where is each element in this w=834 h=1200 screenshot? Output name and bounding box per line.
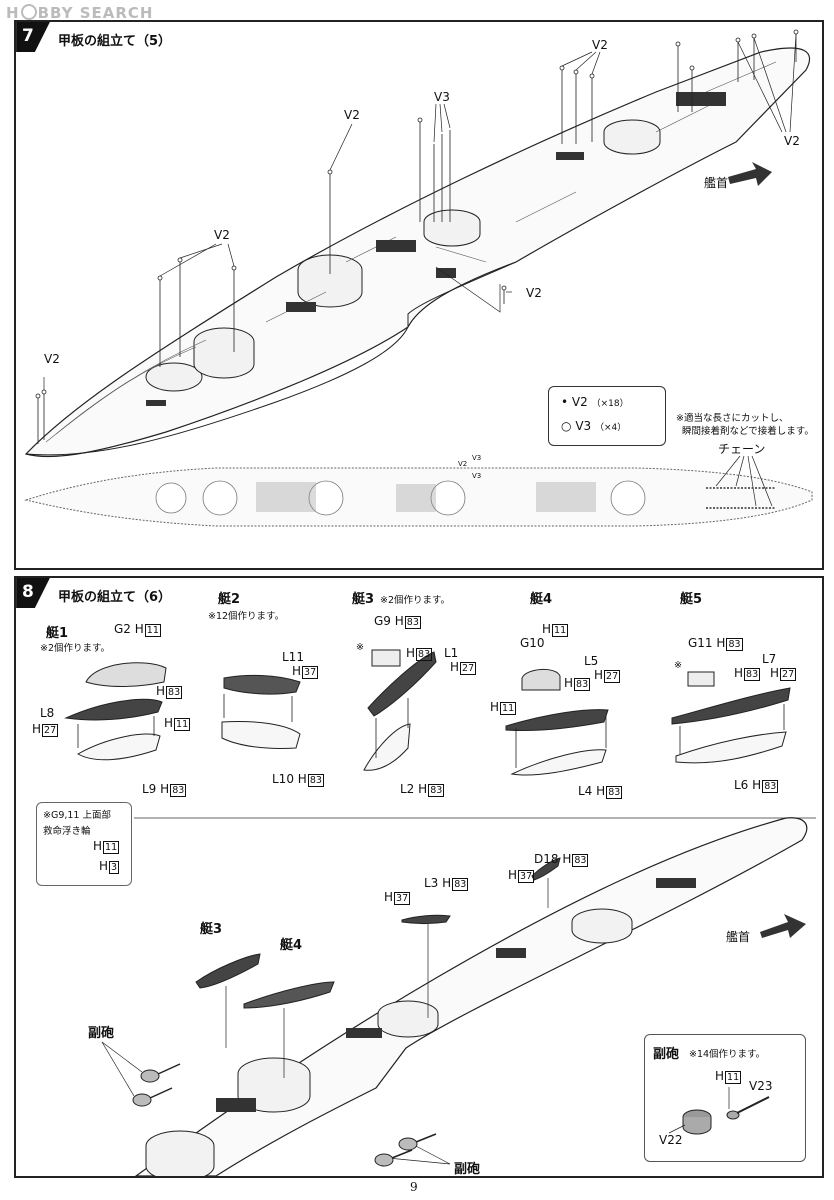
label-v2-bow: V2 — [784, 134, 800, 148]
secondary-gun-label-b: 副砲 — [454, 1162, 481, 1177]
boat3-note: ※2個作ります。 — [380, 595, 451, 606]
secondary-gun-label-a: 副砲 — [88, 1026, 115, 1041]
label-v2-fore: V2 — [592, 38, 608, 52]
secondary-box-v22: V22 — [659, 1133, 683, 1147]
boat4-g10: G10 — [520, 636, 545, 650]
step7-badge — [16, 22, 50, 52]
boat3-title: 艇3 — [352, 592, 375, 607]
boat1-l8: L8 — [40, 706, 55, 720]
boat2-note: ※12個作ります。 — [208, 611, 285, 622]
boat5-title: 艇5 — [680, 592, 703, 607]
boat4-l5: L5 — [584, 654, 599, 668]
page-number: 9 — [410, 1180, 418, 1194]
step8-panel: 8 甲板の組立て（6） — [14, 576, 824, 1178]
step7-panel: 7 甲板の組立て（5） — [14, 20, 824, 570]
secondary-box-title: 副砲 — [653, 1047, 680, 1062]
boat3-l1: L1 — [444, 646, 459, 660]
label-chain: チェーン — [718, 442, 766, 456]
secondary-box-v23: V23 — [749, 1079, 773, 1093]
lower-bow-label: 艦首 — [726, 930, 751, 944]
step8-number: 8 — [22, 582, 34, 602]
boat1-title: 艇1 — [46, 626, 69, 641]
boat4-title: 艇4 — [530, 592, 553, 607]
label-tiny-v3a: V3 — [472, 454, 482, 462]
part-legend: • V2 （×18） ○ V3 （×4） — [548, 386, 666, 446]
label-v2-center: V2 — [526, 286, 542, 300]
boat5-l7: L7 — [762, 652, 777, 666]
step7-number: 7 — [22, 26, 34, 46]
cut-note-line2: 瞬間接着剤などで接着します。 — [682, 426, 814, 437]
label-v3: V3 — [434, 90, 450, 104]
lower-boat4-label: 艇4 — [280, 938, 303, 953]
secondary-gun-parts-drawing — [668, 1087, 770, 1135]
legend-ring-v3-icon: ○ — [561, 419, 572, 433]
legend-dot-v2-icon: • — [561, 395, 569, 409]
boat1-note: ※2個作ります。 — [40, 643, 111, 654]
boat2-l11: L11 — [282, 650, 304, 664]
boat3-mark: ※ — [356, 642, 364, 653]
lifering-note-title: ※G9,11 上面部 — [43, 810, 111, 821]
label-tiny-v3b: V3 — [472, 472, 482, 480]
label-v2-aft: V2 — [214, 228, 230, 242]
lifering-label: 救命浮き輪 — [43, 826, 91, 837]
step7-title: 甲板の組立て（5） — [58, 34, 172, 49]
label-v2-bowleft: V2 — [44, 352, 60, 366]
label-bow: 艦首 — [704, 176, 729, 190]
label-tiny-v2: V2 — [458, 460, 468, 468]
secondary-box-note: ※14個作ります。 — [689, 1049, 766, 1060]
step8-badge — [16, 578, 50, 608]
step8-title: 甲板の組立て（6） — [58, 590, 172, 605]
cut-note-line1: ※適当な長さにカットし、 — [676, 413, 789, 424]
boat5-mark: ※ — [674, 660, 682, 671]
label-v2-mid: V2 — [344, 108, 360, 122]
step7-ship-perspective — [24, 29, 813, 527]
boat2-title: 艇2 — [218, 592, 241, 607]
lower-boat3-label: 艇3 — [200, 922, 223, 937]
step8-drawing — [59, 649, 816, 1176]
